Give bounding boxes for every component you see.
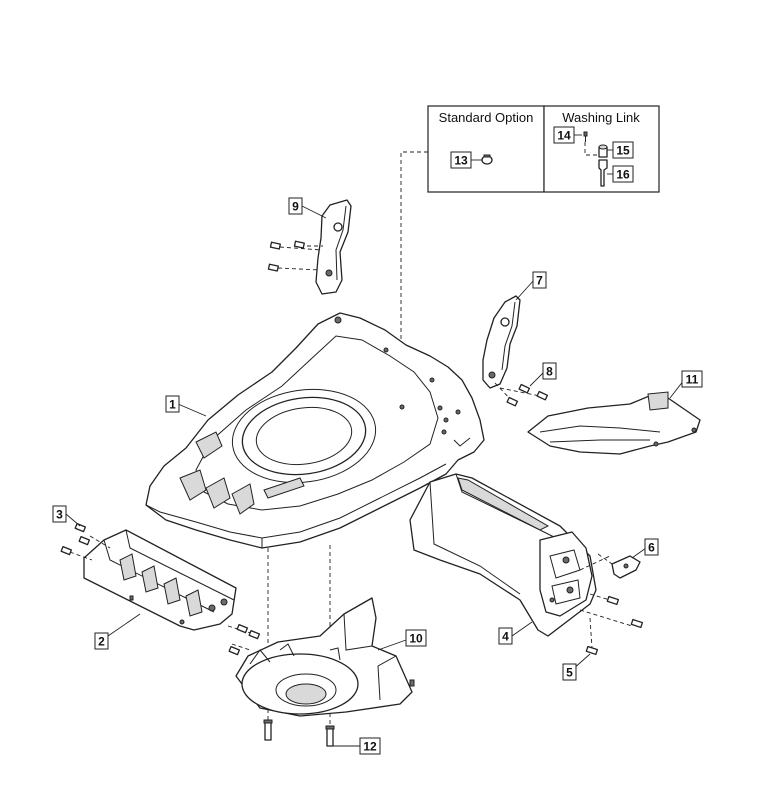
bolts-part-12 — [263, 719, 335, 747]
washing-link-parts — [574, 131, 613, 187]
bracket-part-7 — [482, 295, 549, 407]
svg-text:8: 8 — [546, 365, 553, 379]
callout-8: 8 — [542, 362, 557, 380]
callout-9: 9 — [288, 197, 303, 215]
svg-text:6: 6 — [648, 541, 655, 555]
clip-part-6 — [597, 553, 641, 579]
callout-7: 7 — [532, 271, 547, 289]
svg-text:16: 16 — [616, 168, 630, 182]
callout-1: 1 — [165, 395, 180, 413]
side-plate-part-11 — [527, 391, 701, 455]
option-inset: Standard Option Washing Link — [427, 105, 660, 193]
mower-deck-part-1 — [145, 312, 485, 549]
svg-text:12: 12 — [363, 740, 377, 754]
callout-11: 11 — [681, 370, 703, 388]
svg-text:15: 15 — [616, 144, 630, 158]
plug-part-13 — [471, 154, 493, 165]
callout-14: 14 — [553, 126, 575, 144]
svg-text:3: 3 — [56, 508, 63, 522]
callout-5: 5 — [562, 663, 577, 681]
callout-2: 2 — [94, 632, 109, 650]
bracket-part-9 — [267, 199, 352, 295]
callout-13: 13 — [450, 151, 472, 169]
callout-10: 10 — [405, 629, 427, 647]
washing-link-title: Washing Link — [562, 110, 640, 125]
callout-4: 4 — [498, 627, 513, 645]
callout-15: 15 — [612, 141, 634, 159]
plug-location-dashline — [400, 151, 428, 410]
svg-text:14: 14 — [557, 129, 571, 143]
svg-text:4: 4 — [502, 630, 509, 644]
svg-text:7: 7 — [536, 274, 543, 288]
callout-16: 16 — [612, 165, 634, 183]
standard-option-title: Standard Option — [439, 110, 534, 125]
svg-text:9: 9 — [292, 200, 299, 214]
svg-text:5: 5 — [566, 666, 573, 680]
housing-liner-part-10 — [235, 597, 415, 717]
front-guard-part-2 — [60, 522, 261, 656]
callout-12: 12 — [359, 737, 381, 755]
rear-chute-part-4 — [409, 473, 644, 656]
callout-3: 3 — [52, 505, 67, 523]
callout-leaders — [65, 205, 685, 747]
svg-text:2: 2 — [98, 635, 105, 649]
svg-text:13: 13 — [454, 154, 468, 168]
svg-text:10: 10 — [409, 632, 423, 646]
svg-text:11: 11 — [686, 373, 699, 387]
svg-text:1: 1 — [169, 398, 176, 412]
callout-6: 6 — [644, 538, 659, 556]
standard-option-panel — [427, 105, 545, 193]
